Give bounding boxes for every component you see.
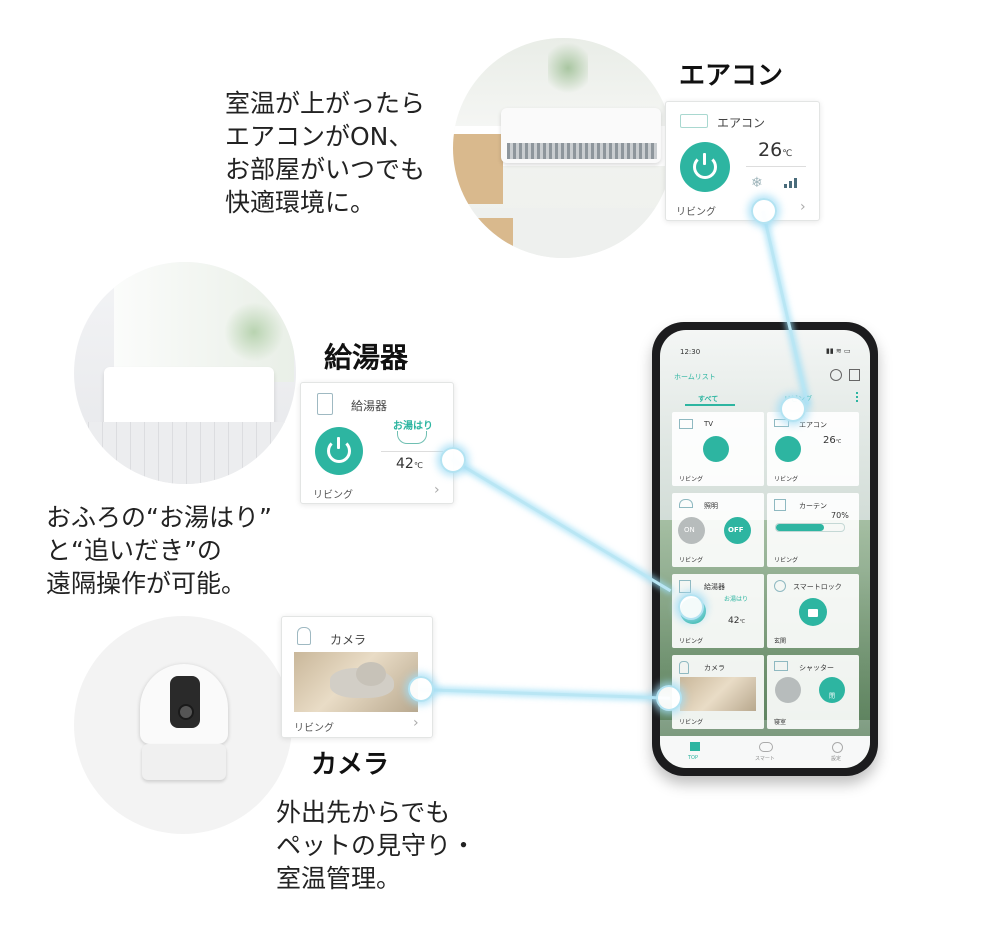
light-on-button[interactable]: ON: [678, 517, 705, 544]
camera-feed-thumbnail[interactable]: [680, 677, 756, 711]
power-button[interactable]: [315, 427, 363, 475]
connector-node: [440, 447, 466, 473]
tile-smartlock[interactable]: スマートロック 玄関: [767, 574, 859, 648]
bathroom-photo: [74, 262, 296, 484]
tv-power-button[interactable]: [703, 436, 729, 462]
chevron-right-icon[interactable]: ›: [434, 482, 440, 498]
aircon-icon: [774, 419, 789, 427]
camera-icon: [297, 627, 311, 645]
connector-line: [451, 458, 672, 593]
aircon-temp: 26℃: [758, 139, 793, 161]
curtain-percent: 70%: [831, 511, 849, 520]
cloud-icon[interactable]: [759, 742, 773, 752]
camera-description: 外出先からでも ペットの見守り・ 室温管理。: [276, 798, 477, 893]
tile-curtain[interactable]: カーテン 70% リビング: [767, 493, 859, 567]
connector-node: [656, 685, 682, 711]
tile-aircon-temp: 26℃: [823, 435, 842, 446]
camera-device-photo: [74, 616, 292, 834]
light-icon: [679, 499, 693, 508]
tile-water-heater-temp: 42℃: [728, 616, 746, 626]
connector-node: [408, 676, 434, 702]
fan-level-icon: [784, 178, 800, 188]
light-off-button[interactable]: OFF: [724, 517, 751, 544]
chat-icon[interactable]: [830, 369, 842, 381]
edit-icon[interactable]: [849, 369, 860, 381]
camera-heading: カメラ: [311, 750, 390, 780]
water-heater-temp: 42℃: [396, 456, 423, 472]
camera-card[interactable]: カメラ リビング ›: [281, 616, 433, 738]
camera-card-room: リビング: [294, 723, 334, 734]
tile-light[interactable]: 照明 ON OFF リビング: [672, 493, 764, 567]
connector-node: [780, 396, 806, 422]
connector-node: [751, 198, 777, 224]
snowflake-icon: ❄: [751, 175, 763, 191]
home-icon[interactable]: [690, 742, 700, 751]
shutter-icon: [774, 661, 788, 671]
aircon-card[interactable]: エアコン 26℃ ❄ リビング ›: [665, 101, 820, 221]
nav-settings[interactable]: 設定: [831, 756, 842, 762]
key-icon: [774, 580, 786, 592]
camera-card-title: カメラ: [330, 633, 367, 647]
water-heater-card[interactable]: 給湯器 お湯はり 42℃ リビング ›: [300, 382, 454, 504]
bathtub-icon: [397, 431, 427, 444]
tile-tv[interactable]: TV リビング: [672, 412, 764, 486]
aircon-photo: [453, 38, 673, 258]
status-icons: ▮▮ ≋ ▭: [826, 347, 851, 355]
aircon-heading: エアコン: [679, 61, 784, 91]
water-heater-icon: [679, 580, 691, 593]
tile-camera[interactable]: カメラ リビング: [672, 655, 764, 729]
power-button[interactable]: [680, 142, 730, 192]
tile-aircon[interactable]: エアコン 26℃ リビング: [767, 412, 859, 486]
nav-top[interactable]: TOP: [688, 755, 699, 761]
more-menu-icon[interactable]: [856, 392, 860, 402]
chevron-right-icon[interactable]: ›: [413, 715, 419, 731]
aircon-description: 室温が上がったら エアコンがON、 お部屋がいつでも 快適環境に。: [225, 89, 426, 217]
connector-node: [678, 594, 704, 620]
shutter-close-button[interactable]: 閉: [819, 677, 845, 703]
smartphone: 12:30 ▮▮ ≋ ▭ ホームリスト すべて リビング TV リビング エアコ…: [652, 322, 878, 776]
tv-icon: [679, 419, 693, 429]
gear-icon[interactable]: [832, 742, 843, 753]
aircon-icon: [680, 114, 708, 128]
app-screen: 12:30 ▮▮ ≋ ▭ ホームリスト すべて リビング TV リビング エアコ…: [660, 330, 870, 768]
shutter-open-button[interactable]: [775, 677, 801, 703]
water-heater-card-title: 給湯器: [351, 399, 388, 413]
connector-line: [419, 688, 670, 700]
water-heater-icon: [317, 393, 333, 415]
camera-icon: [679, 661, 689, 674]
water-heater-description: おふろの“お湯はり” と“追いだき”の 遠隔操作が可能。: [46, 503, 272, 598]
tab-all[interactable]: すべて: [698, 395, 719, 403]
app-header-title: ホームリスト: [674, 373, 716, 381]
status-time: 12:30: [680, 348, 701, 356]
aircon-card-room: リビング: [676, 207, 716, 218]
water-heater-heading: 給湯器: [324, 341, 409, 374]
water-heater-card-room: リビング: [313, 490, 353, 501]
chevron-right-icon[interactable]: ›: [800, 199, 806, 215]
camera-live-feed[interactable]: [294, 652, 418, 712]
curtain-icon: [774, 499, 786, 511]
aircon-power-button[interactable]: [775, 436, 801, 462]
tile-shutter[interactable]: シャッター 閉 寝室: [767, 655, 859, 729]
unlock-button[interactable]: [799, 598, 827, 626]
nav-smart[interactable]: スマート: [755, 756, 775, 762]
curtain-slider[interactable]: [775, 523, 845, 532]
hot-water-fill-label[interactable]: お湯はり: [393, 421, 433, 432]
aircon-card-title: エアコン: [717, 116, 766, 130]
